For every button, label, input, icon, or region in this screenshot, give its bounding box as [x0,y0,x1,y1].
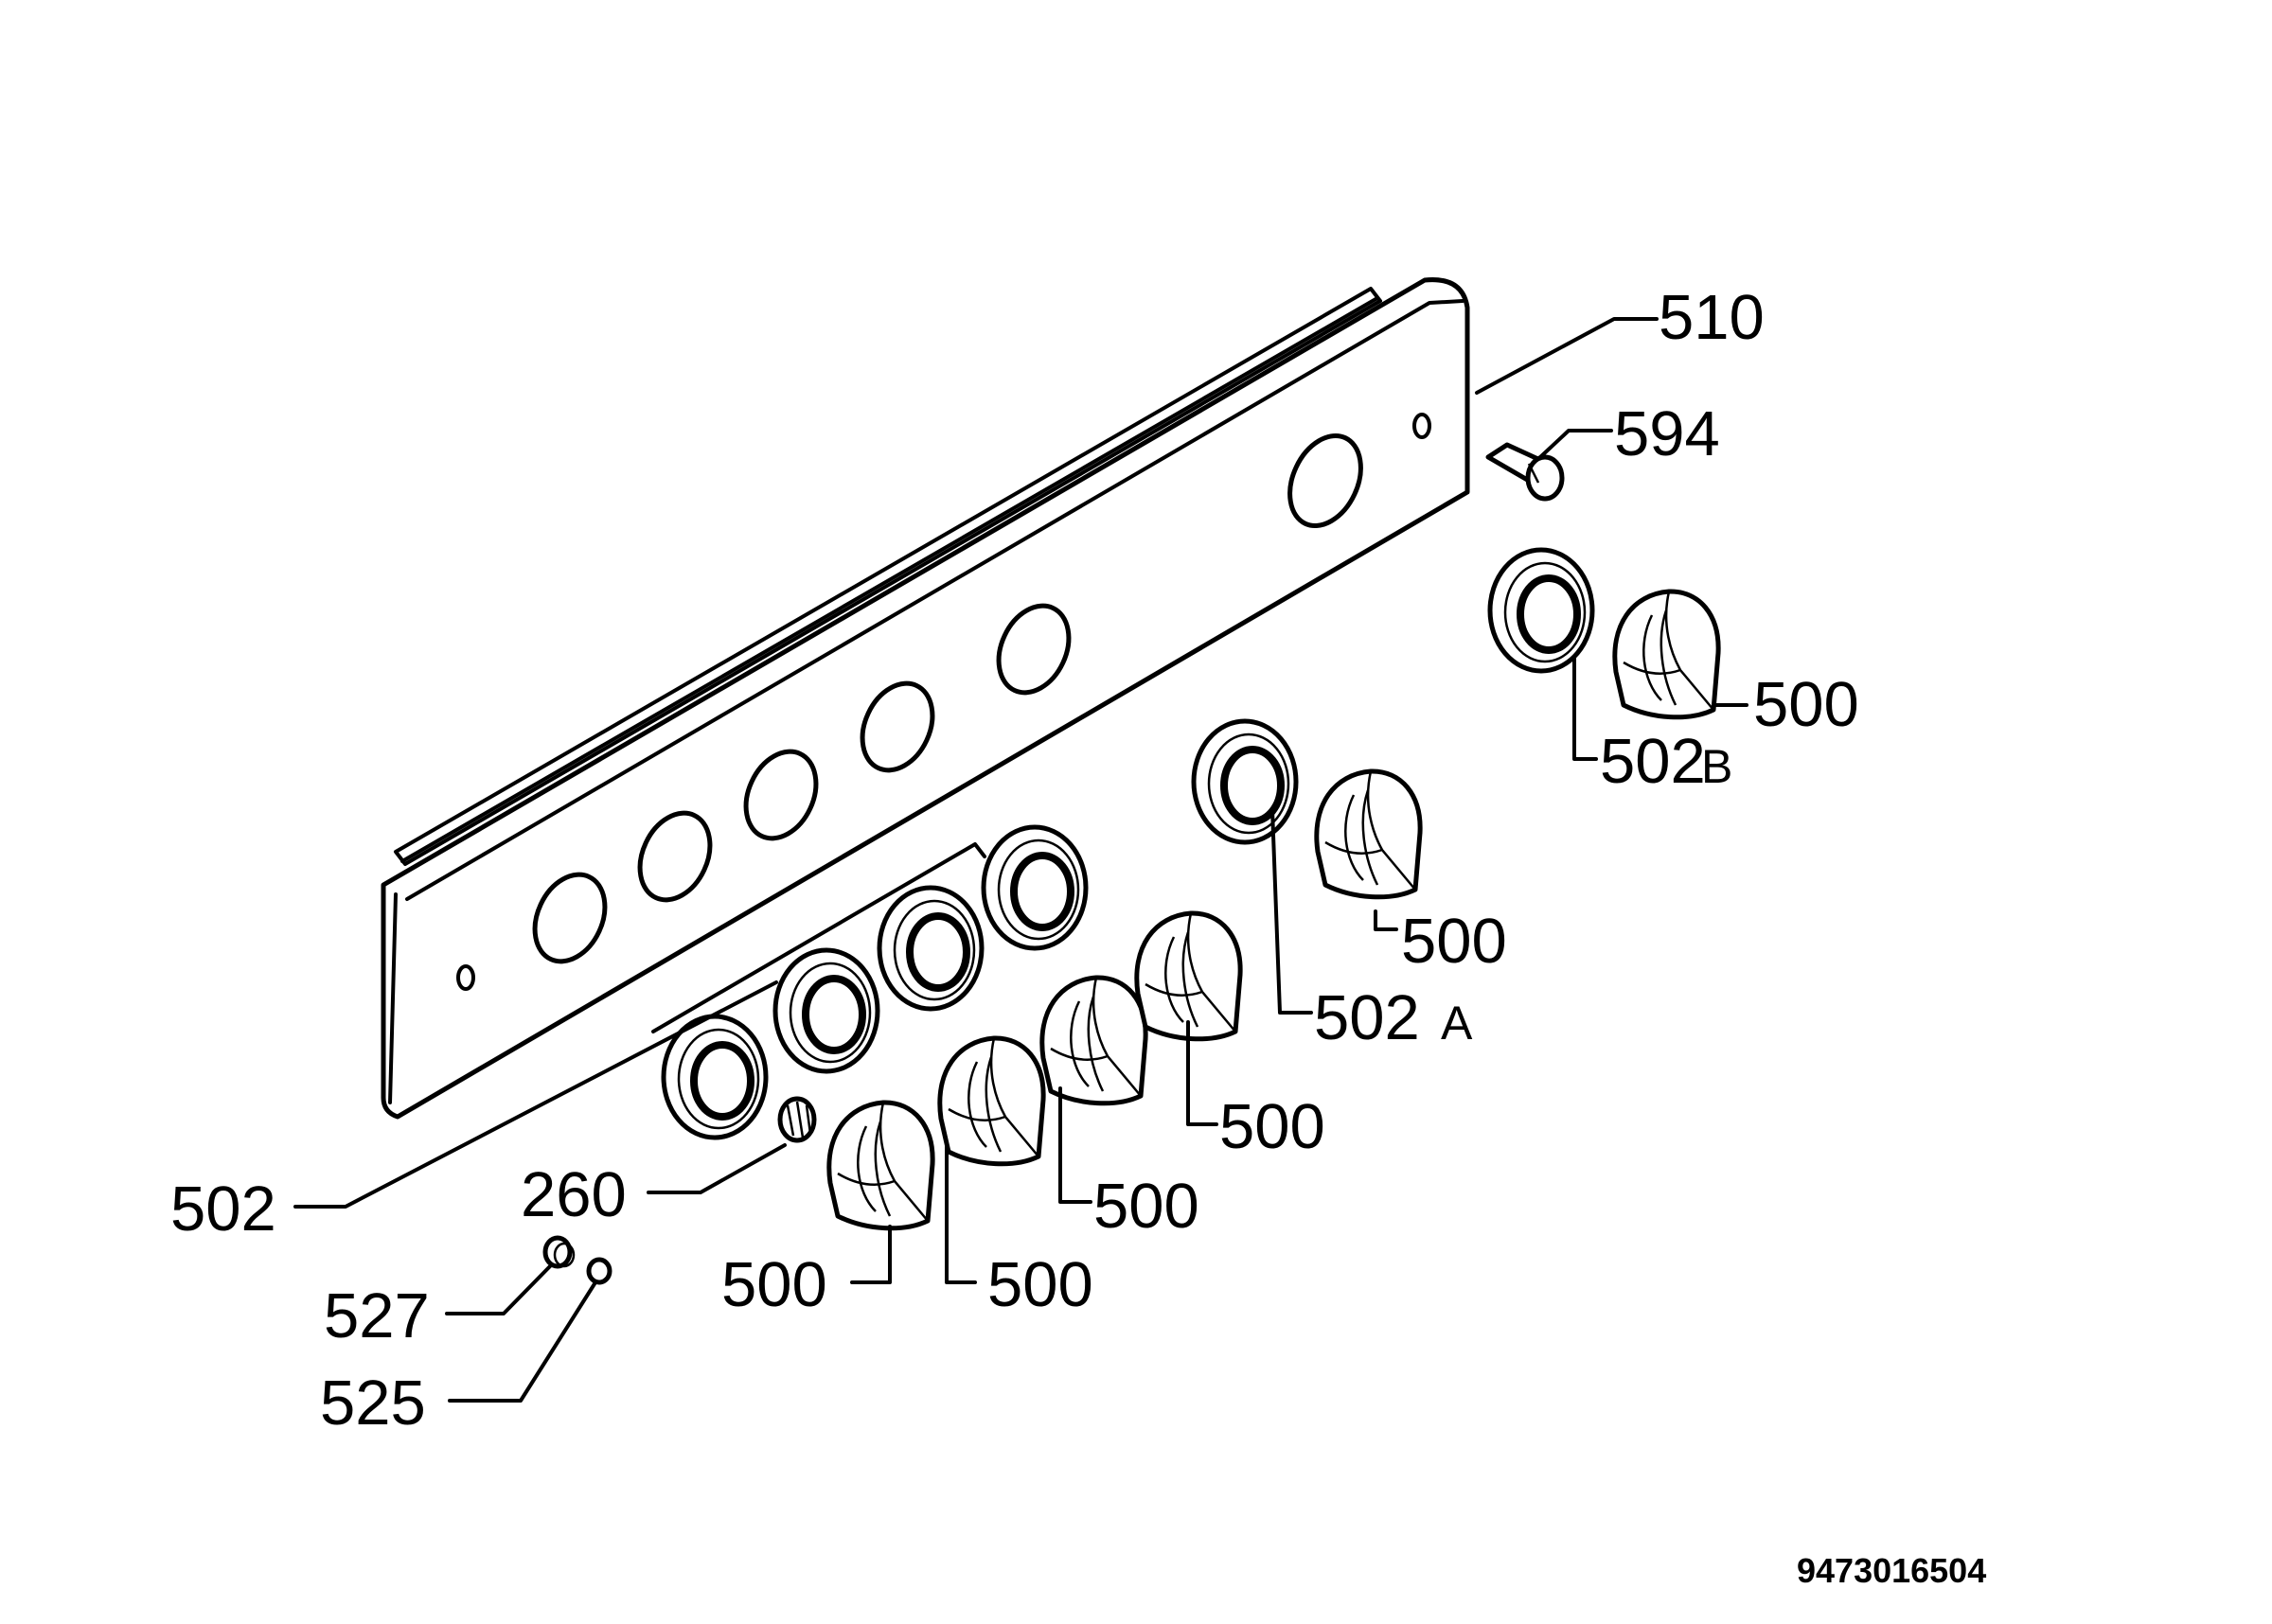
label-500: 500 [1401,906,1507,977]
label-527: 527 [324,1280,430,1351]
label-502b-number: 502 [1600,726,1706,797]
label-500: 500 [1093,1171,1199,1242]
label-260: 260 [521,1159,627,1230]
label-594: 594 [1614,398,1720,469]
knob [1317,771,1420,897]
bezel-ring [984,827,1086,948]
knob [1042,978,1145,1103]
drawing-code: 9473016504 [1797,1551,1986,1590]
knob [1137,913,1240,1039]
label-500: 500 [721,1249,827,1320]
cap-525 [586,1257,612,1285]
spring-260 [777,1096,817,1143]
label-500: 500 [1219,1091,1325,1162]
knob [829,1103,932,1228]
label-502a-suffix: A [1441,997,1473,1050]
control-panel [381,277,1470,1120]
label-500: 500 [1753,669,1859,740]
label-510: 510 [1659,282,1765,353]
knob [940,1038,1043,1164]
bezel-ring [775,950,878,1071]
label-502a-number: 502 [1314,982,1420,1053]
bezel-ring [879,888,982,1009]
pin-594 [1485,442,1565,502]
label-500: 500 [987,1249,1093,1320]
knob [1615,591,1718,717]
cap-527 [542,1235,576,1269]
label-502b-suffix: B [1701,740,1732,793]
bezel-ring-502b [1490,550,1592,671]
label-502: 502 [170,1174,276,1244]
bezel-strip [651,842,986,1033]
leader-lines [293,317,1748,1403]
label-525: 525 [320,1368,426,1439]
bezel-ring-502a [1194,721,1296,842]
